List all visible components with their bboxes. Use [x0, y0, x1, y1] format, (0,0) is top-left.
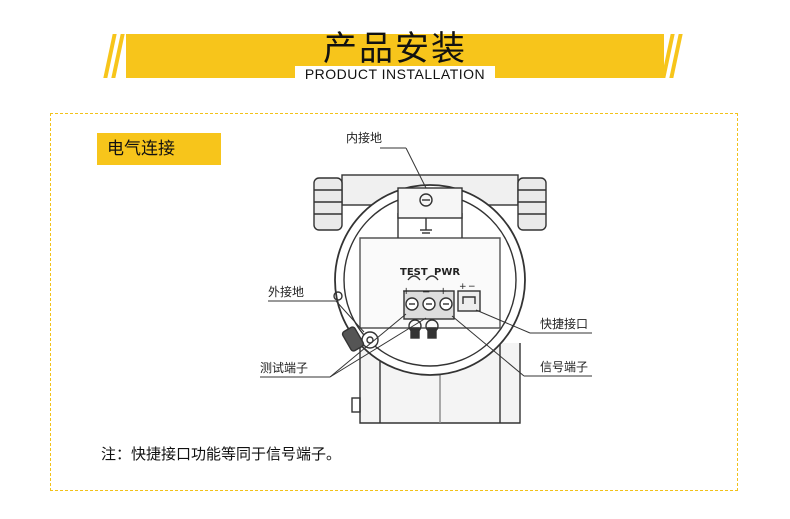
plus-sign: + — [459, 282, 467, 292]
footnote: 注：快捷接口功能等同于信号端子。 — [101, 445, 342, 463]
content-frame — [50, 113, 738, 491]
inner-ground-label: 内接地 — [346, 130, 382, 145]
page-title: 产品安装 — [323, 29, 467, 69]
signal-terminal-label: 信号端子 — [540, 360, 588, 374]
page-subtitle-text: PRODUCT INSTALLATION — [294, 66, 496, 82]
test-terminal-label: 测试端子 — [260, 360, 308, 375]
pwr-label: PWR — [434, 267, 460, 278]
plus-sign: + — [402, 286, 410, 297]
section-label: 电气连接 — [97, 133, 221, 165]
outer-ground-label: 外接地 — [268, 284, 304, 299]
test-label: TEST — [400, 267, 428, 278]
minus-sign: − — [468, 282, 476, 292]
minus-sign: − — [422, 287, 430, 298]
quick-connector-label: 快捷接口 — [540, 316, 588, 331]
page-subtitle: PRODUCT INSTALLATION — [0, 66, 790, 82]
wiring-diagram: + − + + − TEST PWR 内接地 外接地 测试端子 快捷接口 信号端… — [260, 130, 592, 424]
plus-sign: + — [439, 286, 447, 297]
